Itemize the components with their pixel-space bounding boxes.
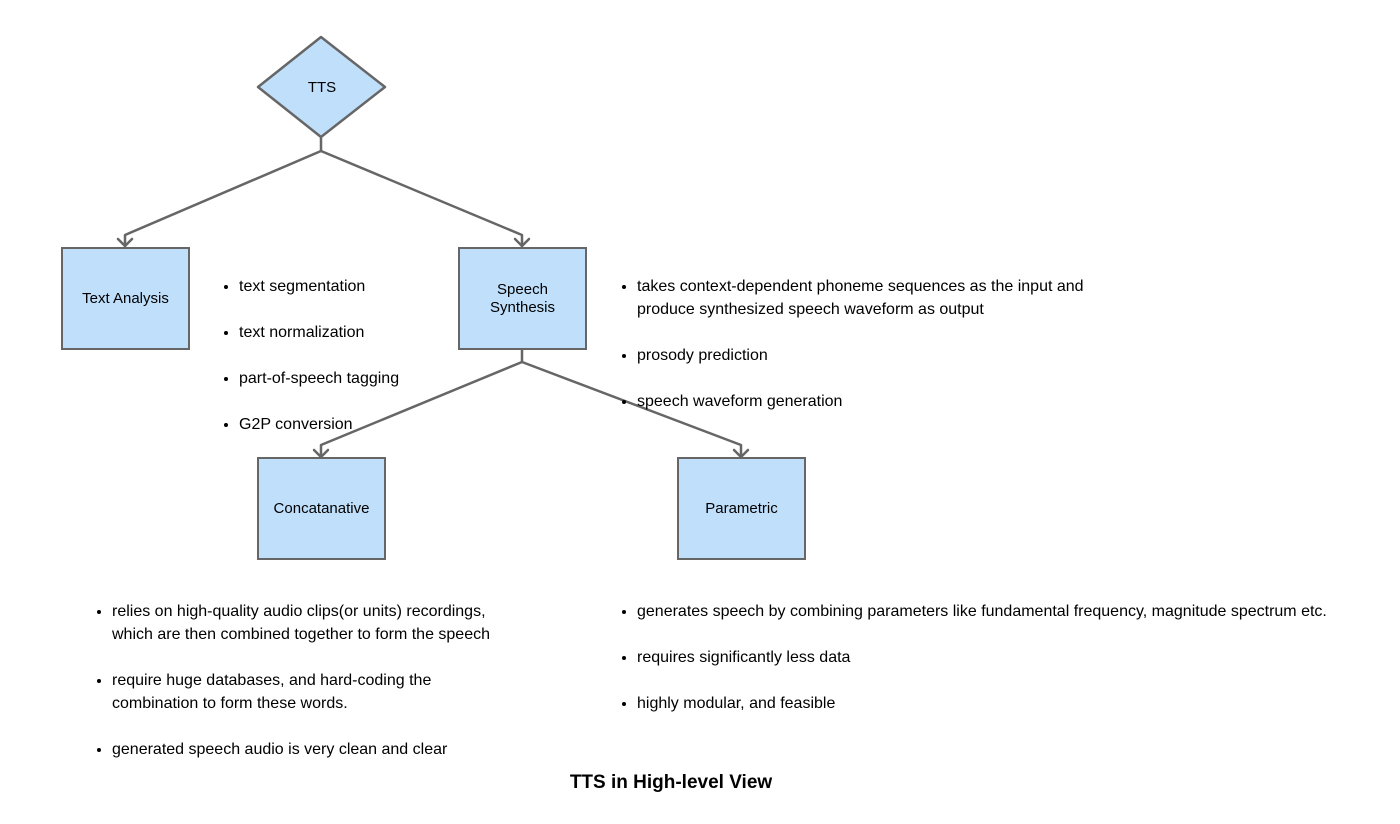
concatanative-notes: relies on high-quality audio clips(or un… [92, 577, 490, 784]
parametric-node[interactable]: Parametric [677, 457, 806, 560]
note-item: speech waveform generation [637, 390, 1084, 413]
note-item: text segmentation [239, 275, 399, 298]
edge-tts-to-speech-synthesis [319, 149, 524, 248]
note-item: takes context-dependent phoneme sequence… [637, 275, 1084, 321]
text-analysis-notes: text segmentation text normalization par… [219, 252, 399, 459]
speech-synthesis-notes: takes context-dependent phoneme sequence… [617, 252, 1084, 436]
text-analysis-node[interactable]: Text Analysis [61, 247, 190, 350]
parametric-notes: generates speech by combining parameters… [617, 577, 1327, 738]
edge-synthesis-to-parametric [520, 360, 743, 459]
edge-tts-to-text-analysis [123, 149, 323, 248]
speech-synthesis-label: Speech Synthesis [489, 280, 556, 316]
concatanative-label: Concatanative [273, 499, 370, 517]
arrowhead-speech-synthesis [513, 237, 531, 248]
note-item: highly modular, and feasible [637, 692, 1327, 715]
tts-label: TTS [258, 36, 386, 138]
note-item: requires significantly less data [637, 646, 1327, 669]
diagram-caption: TTS in High-level View [569, 772, 773, 793]
note-item: prosody prediction [637, 344, 1084, 367]
note-item: relies on high-quality audio clips(or un… [112, 600, 490, 646]
note-item: generated speech audio is very clean and… [112, 738, 490, 761]
note-item: require huge databases, and hard-coding … [112, 669, 490, 715]
arrowhead-text-analysis [116, 237, 134, 248]
parametric-label: Parametric [705, 499, 778, 517]
note-item: G2P conversion [239, 413, 399, 436]
concatanative-node[interactable]: Concatanative [257, 457, 386, 560]
note-item: generates speech by combining parameters… [637, 600, 1327, 623]
speech-synthesis-node[interactable]: Speech Synthesis [458, 247, 587, 350]
note-item: part-of-speech tagging [239, 367, 399, 390]
note-item: text normalization [239, 321, 399, 344]
text-analysis-label: Text Analysis [82, 289, 169, 307]
tts-text: TTS [307, 78, 337, 96]
edge-synthesis-to-concatanative [319, 360, 524, 459]
